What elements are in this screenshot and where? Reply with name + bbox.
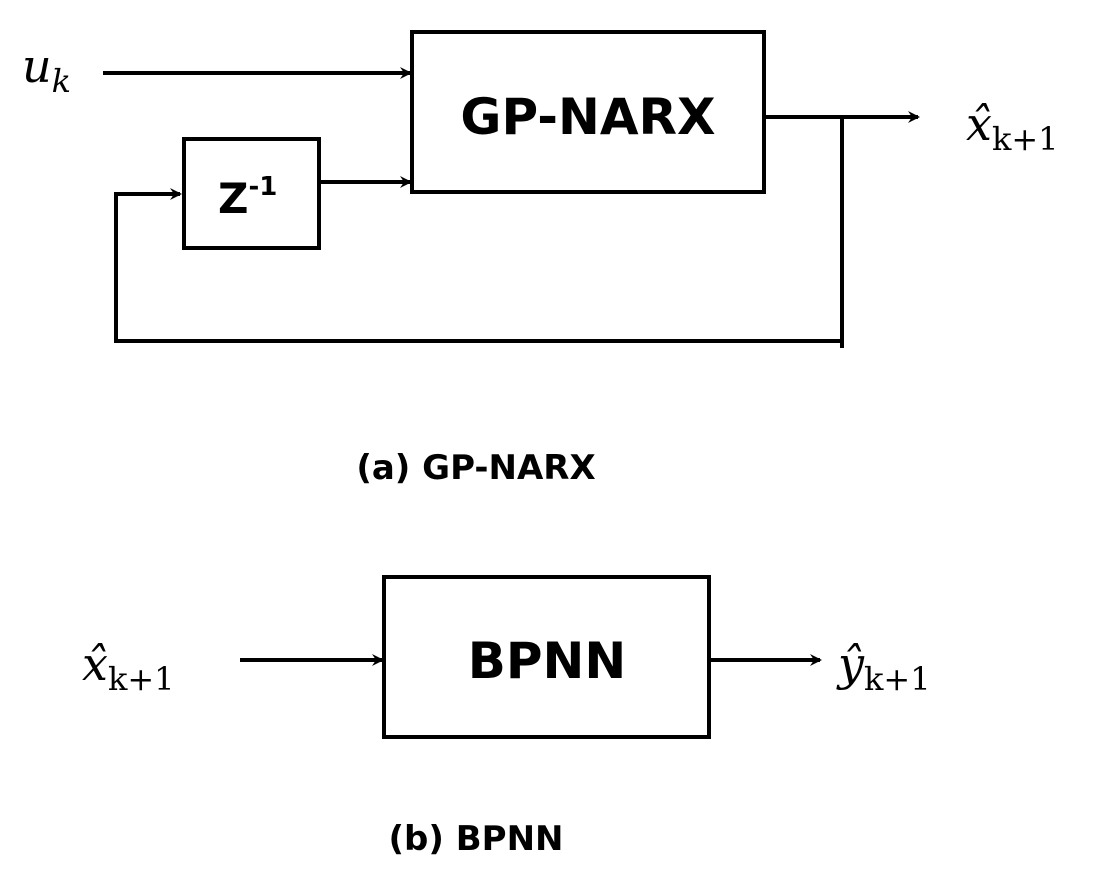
gp-narx-block: [410, 30, 766, 194]
delay-block: [182, 137, 321, 250]
bpnn-diagram: x̂k+1 BPNN ŷk+1 (b) BPNN: [82, 575, 931, 859]
bpnn-block: [382, 575, 711, 739]
gp-narx-diagram: uk GP-NARX x̂k+1 Z-1 (a) GP-NARX: [22, 30, 1059, 488]
bpnn-input-x-hat-label: x̂k+1: [82, 637, 175, 698]
feedback-path-bottom: [114, 188, 842, 343]
gp-narx-block-label: GP-NARX: [460, 88, 715, 146]
input-u-k-label: uk: [22, 39, 71, 100]
output-x-hat-label: x̂k+1: [966, 97, 1059, 158]
bpnn-output-y-hat-label: ŷk+1: [836, 637, 931, 698]
caption-a: (a) GP-NARX: [356, 448, 595, 488]
bpnn-block-label: BPNN: [468, 632, 626, 690]
delay-block-label: Z-1: [218, 172, 277, 223]
caption-b: (b) BPNN: [389, 819, 564, 859]
